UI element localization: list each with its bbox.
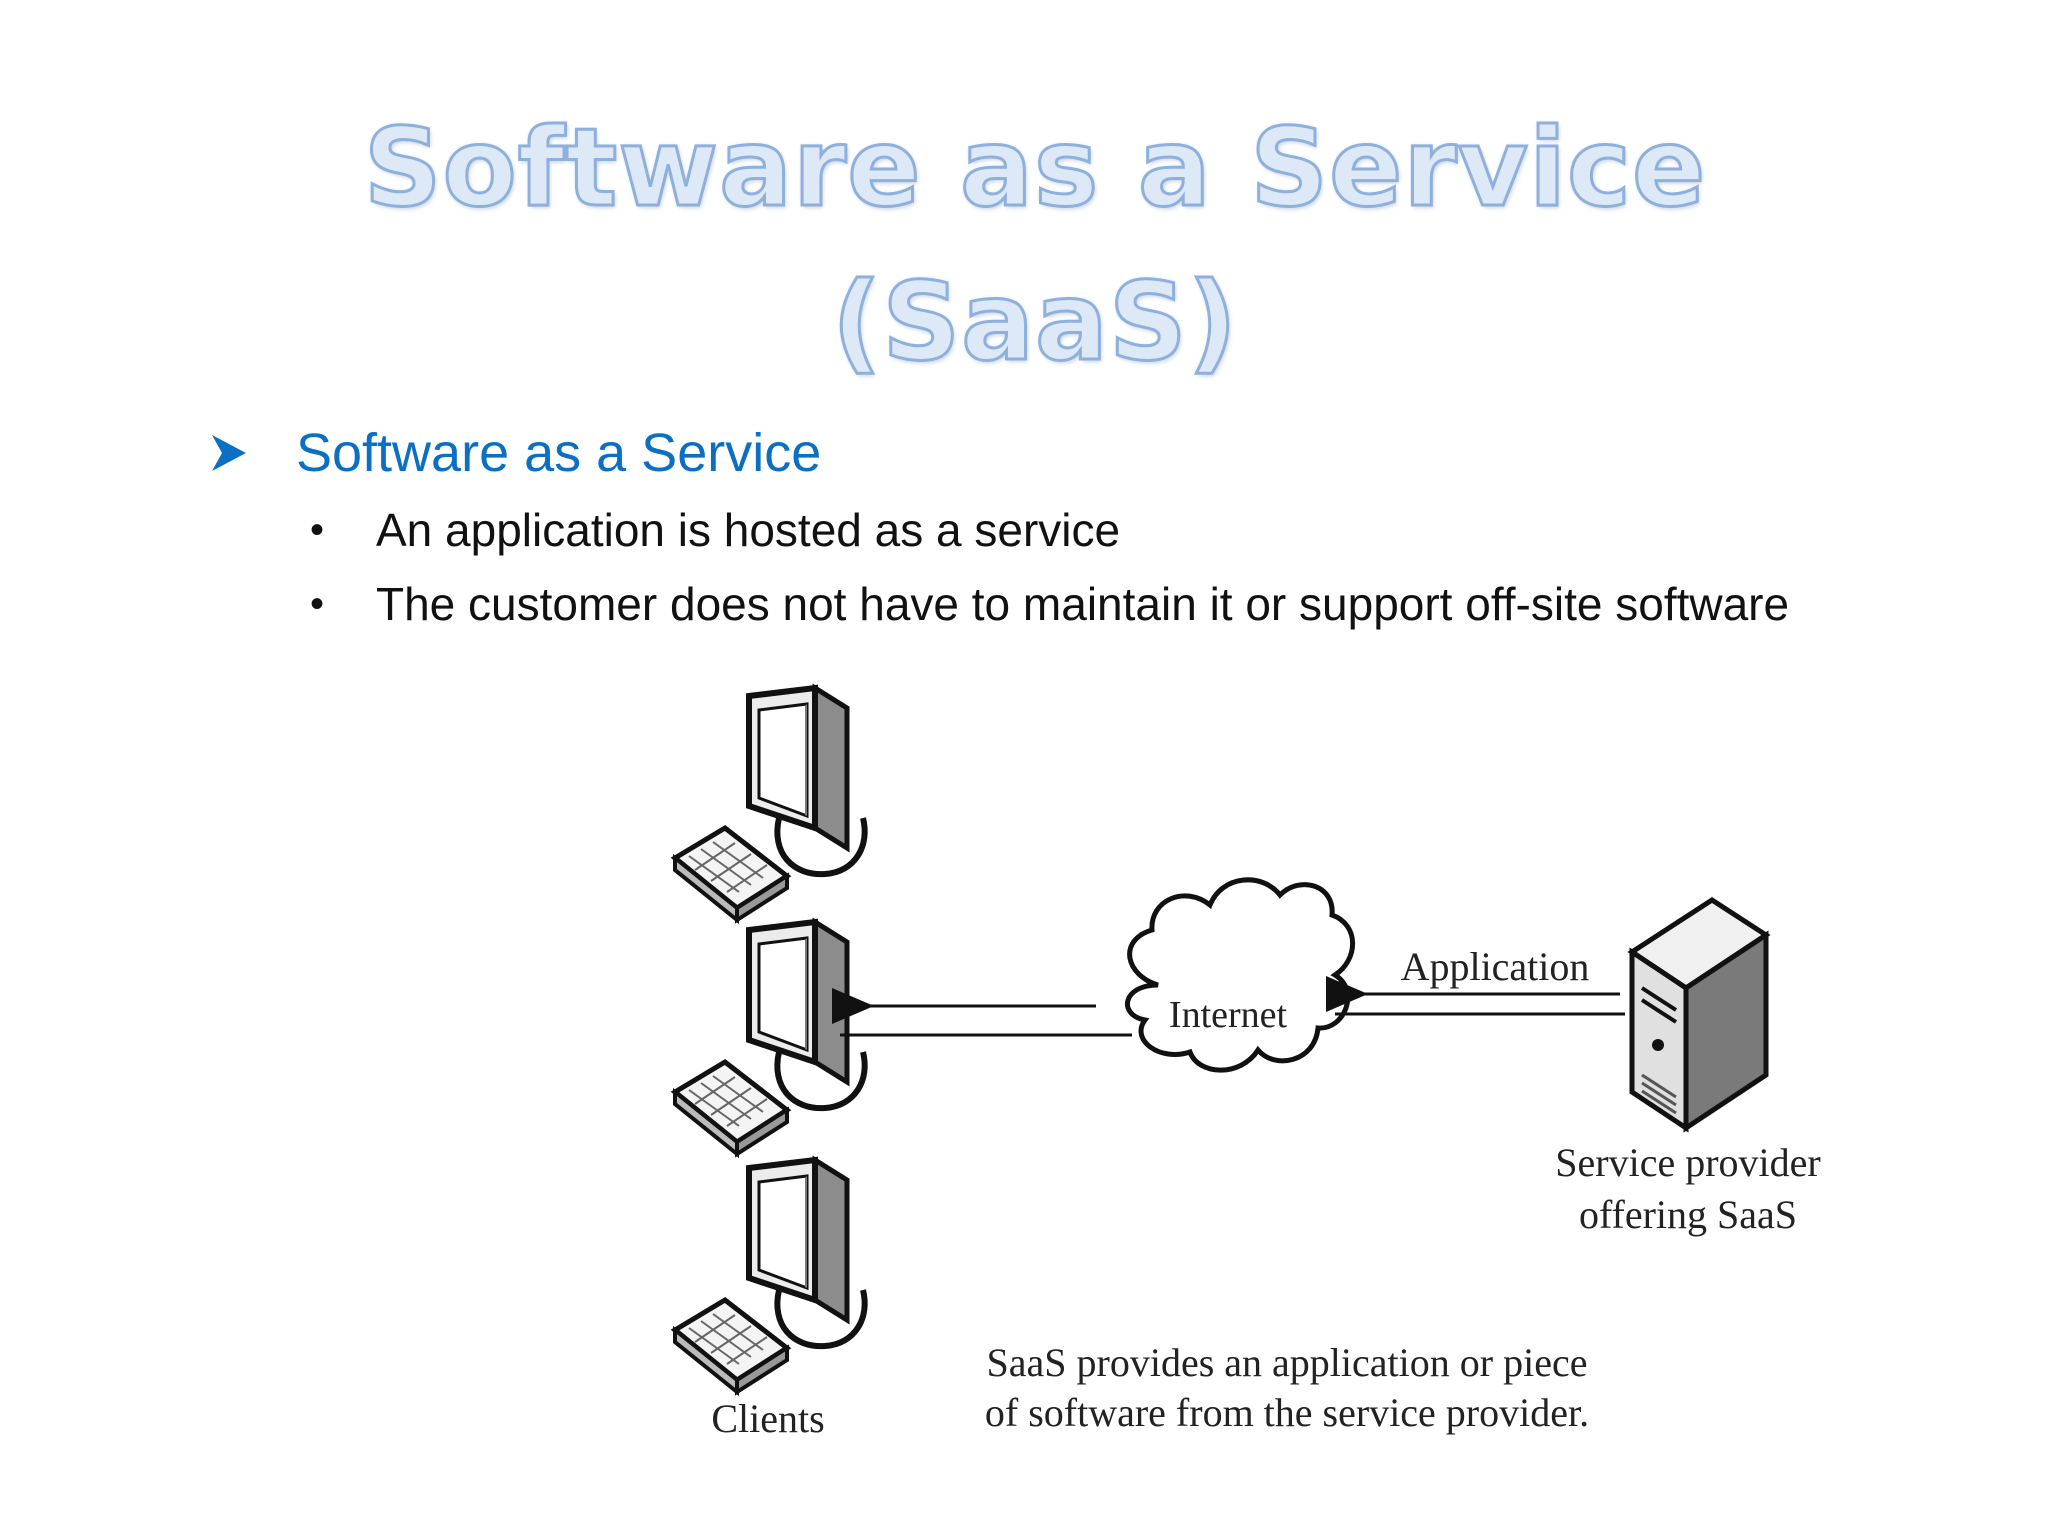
bullet-list: • An application is hosted as a service … <box>310 500 1810 648</box>
internet-label: Internet <box>1169 994 1288 1036</box>
arrow-bullet-icon <box>212 435 246 471</box>
bullet-item: • The customer does not have to maintain… <box>310 574 1810 634</box>
bullet-item: • An application is hosted as a service <box>310 500 1810 560</box>
provider-label-line1: Service provider <box>1555 1140 1820 1185</box>
section-heading-text: Software as a Service <box>296 423 822 483</box>
provider-label-line2: offering SaaS <box>1579 1192 1797 1237</box>
slide-title-line2: (SaaS) <box>830 259 1239 387</box>
application-label: Application <box>1401 944 1590 989</box>
slide-title-line1: Software as a Service <box>362 105 1707 233</box>
slide-title: Software as a Service (SaaS) <box>0 92 2048 400</box>
client-computer-2 <box>675 922 865 1154</box>
bullet-dot-icon: • <box>310 582 325 626</box>
bullet-text: The customer does not have to maintain i… <box>376 578 1790 630</box>
clients-label: Clients <box>711 1396 824 1441</box>
internet-cloud-icon <box>1125 877 1356 1073</box>
server-icon <box>1627 897 1771 1133</box>
caption-line2: of software from the service provider. <box>985 1390 1589 1435</box>
client-computer-1 <box>675 688 865 920</box>
caption-line1: SaaS provides an application or piece <box>987 1340 1588 1385</box>
client-computer-3 <box>675 1160 865 1392</box>
bullet-text: An application is hosted as a service <box>376 504 1121 556</box>
section-heading: Software as a Service <box>210 418 821 488</box>
bullet-dot-icon: • <box>310 508 325 552</box>
